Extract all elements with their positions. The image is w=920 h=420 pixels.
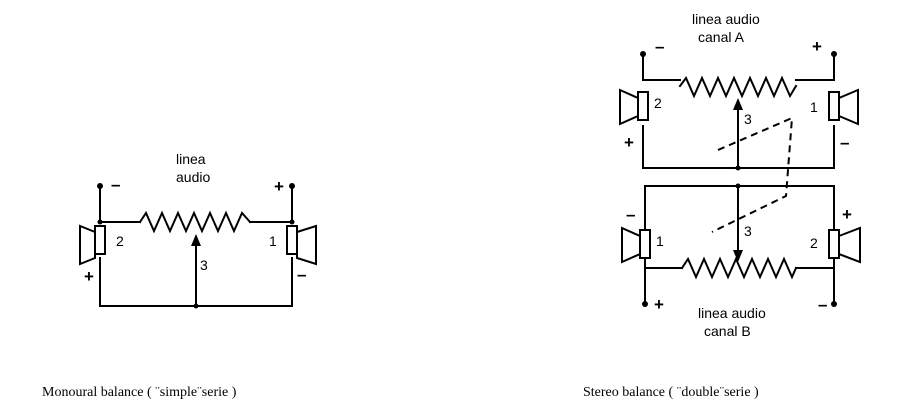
b-speaker-left-icon — [621, 226, 651, 264]
speaker-right-icon — [286, 224, 317, 266]
wiper-arrow — [191, 234, 201, 246]
b-pin-label-left: 1 — [656, 233, 664, 249]
a-speaker-right-icon — [828, 88, 859, 126]
stereo-channel-b: – + + – 1 2 3 linea audio canal B — [621, 183, 861, 339]
b-wiper-arrow — [733, 250, 743, 262]
a-line-label-2: canal A — [698, 29, 745, 45]
a-pin-label-left: 2 — [654, 95, 662, 111]
a-left-top-wire — [642, 53, 681, 81]
b-right-bottom-wire — [795, 257, 835, 269]
speaker-left-icon — [79, 224, 106, 266]
a-speaker-left-icon — [619, 88, 649, 126]
ganged-link-dashed — [711, 116, 794, 233]
a-minus-sign-right: – — [840, 133, 849, 152]
mono-caption: Monoural balance ( ¨simple¨serie ) — [42, 385, 237, 400]
a-terminal-right — [831, 51, 837, 57]
minus-sign-right: – — [297, 265, 306, 284]
b-speaker-right-icon — [828, 226, 861, 264]
pin-label-right: 1 — [269, 233, 277, 249]
potentiometer-resistor — [138, 210, 252, 234]
stereo-channel-a: linea audio canal A – + + – 2 1 3 — [619, 11, 859, 171]
line-label-1: linea — [176, 151, 206, 167]
a-pin-label-wiper: 3 — [744, 111, 752, 127]
a-pin-label-right: 1 — [810, 99, 818, 115]
a-plus-sign-top: + — [812, 37, 822, 56]
terminal-left — [97, 183, 103, 189]
node-right — [289, 219, 295, 225]
a-wiper-node — [735, 165, 741, 171]
b-wiper-node — [735, 183, 741, 189]
b-pin-label-right: 2 — [810, 235, 818, 251]
b-plus-sign-right: + — [842, 205, 852, 224]
b-line-label-1: linea audio — [698, 305, 766, 321]
pin-label-left: 2 — [116, 233, 124, 249]
a-plus-sign-left: + — [624, 133, 634, 152]
b-pin-label-wiper: 3 — [744, 223, 752, 239]
b-potentiometer-resistor — [680, 256, 798, 280]
b-minus-sign-left: – — [626, 205, 635, 224]
a-wiper-arrow — [733, 98, 743, 110]
b-left-bottom-wire — [644, 257, 683, 269]
a-minus-sign-top: – — [655, 37, 664, 56]
wiper-node — [193, 303, 199, 309]
node-left — [97, 219, 103, 225]
plus-sign-left: + — [84, 267, 94, 286]
b-terminal-right — [831, 301, 837, 307]
a-terminal-left — [640, 51, 646, 57]
a-line-label-1: linea audio — [692, 11, 760, 27]
monoural-circuit: linea audio – + + – 2 1 3 — [79, 151, 317, 309]
stereo-caption: Stereo balance ( ¨double¨serie ) — [583, 385, 759, 400]
pin-label-wiper: 3 — [200, 257, 208, 273]
b-line-label-2: canal B — [704, 323, 751, 339]
b-terminal-left — [642, 301, 648, 307]
b-minus-sign-bottom: – — [818, 295, 827, 314]
right-top-wire — [249, 185, 293, 223]
terminal-right — [289, 183, 295, 189]
line-label-2: audio — [176, 169, 210, 185]
a-potentiometer-resistor — [678, 75, 798, 99]
plus-sign-right: + — [274, 177, 284, 196]
b-plus-sign-bottom: + — [654, 295, 664, 314]
minus-sign-left: – — [111, 175, 120, 194]
a-right-top-wire — [795, 53, 835, 81]
